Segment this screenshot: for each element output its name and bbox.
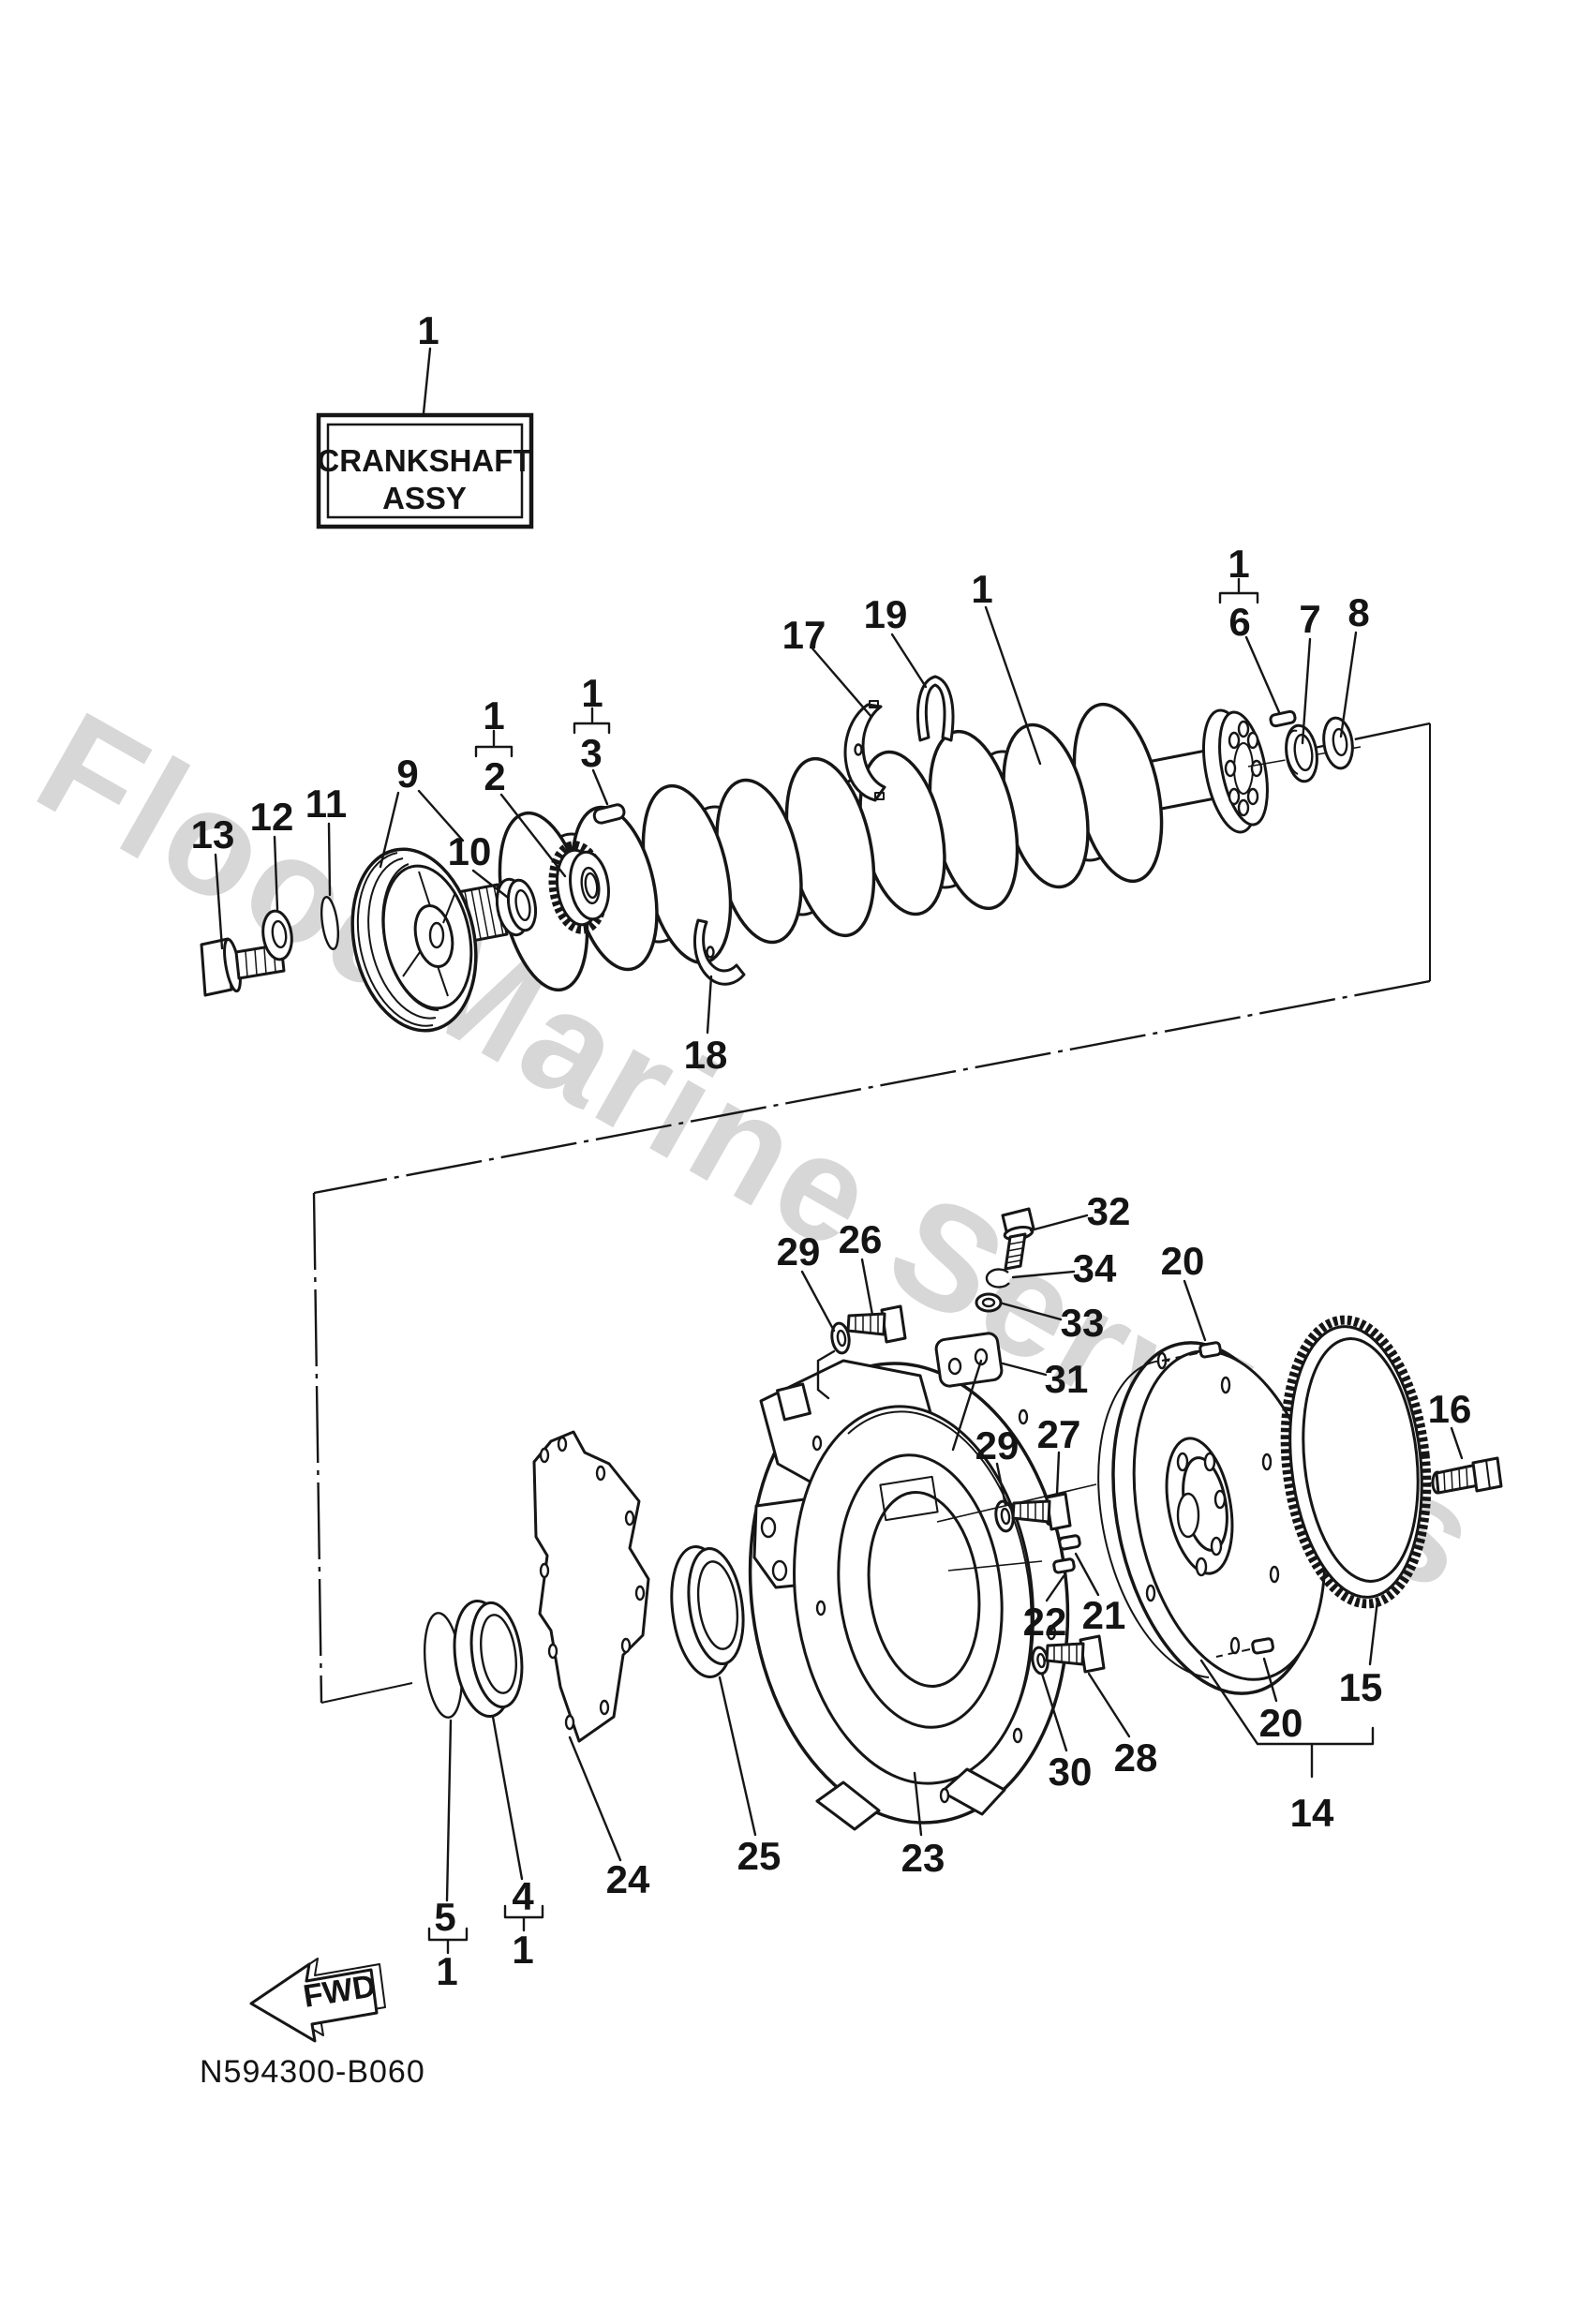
pin-20-upper bbox=[1161, 1341, 1222, 1362]
callout-9: 9 bbox=[396, 752, 418, 796]
gasket-24 bbox=[532, 1430, 650, 1743]
callout-12: 12 bbox=[250, 795, 294, 839]
callout-32: 32 bbox=[1087, 1189, 1131, 1233]
washer-29-upper bbox=[830, 1321, 851, 1355]
callout-11: 11 bbox=[305, 782, 347, 826]
pin-21 bbox=[1058, 1534, 1081, 1551]
thrust-washer-19 bbox=[916, 675, 955, 742]
callout-14: 14 bbox=[1290, 1791, 1334, 1835]
callout-10: 10 bbox=[448, 829, 492, 873]
assembly-label-box: CRANKSHAFT ASSY bbox=[316, 412, 534, 529]
callout-30: 30 bbox=[1049, 1750, 1093, 1794]
collar-10 bbox=[495, 877, 538, 937]
callout-3: 3 bbox=[580, 731, 602, 775]
callout-13: 13 bbox=[191, 812, 235, 857]
callouts: 1 13 12 11 9 10 1 2 1 3 17 19 1 18 1 6 7… bbox=[191, 308, 1472, 1993]
callout-27: 27 bbox=[1037, 1412, 1081, 1456]
woodruff-key-3 bbox=[592, 803, 626, 825]
key-6 bbox=[1269, 709, 1297, 728]
callout-grp2-1: 1 bbox=[483, 693, 504, 737]
bolt-26 bbox=[846, 1304, 907, 1344]
callout-16: 16 bbox=[1428, 1387, 1472, 1431]
callout-29-upper: 29 bbox=[777, 1229, 821, 1274]
callout-5-qty: 1 bbox=[436, 1949, 457, 1993]
callout-8: 8 bbox=[1347, 590, 1369, 634]
ring-gear-15 bbox=[1280, 1315, 1432, 1609]
callout-26: 26 bbox=[839, 1217, 883, 1261]
timing-gear-2 bbox=[548, 841, 610, 934]
flywheel-14 bbox=[1097, 1341, 1327, 1695]
callout-22: 22 bbox=[1023, 1600, 1067, 1644]
bolt-28 bbox=[1045, 1634, 1106, 1674]
bolt-32 bbox=[1001, 1207, 1035, 1271]
callout-7: 7 bbox=[1299, 597, 1320, 641]
pin-20-lower bbox=[1215, 1637, 1274, 1658]
seal-4 bbox=[453, 1599, 524, 1719]
phantom-outline bbox=[312, 722, 1431, 1704]
callout-33: 33 bbox=[1061, 1301, 1105, 1345]
washer-33 bbox=[975, 1292, 1003, 1313]
washer-29-lower bbox=[994, 1499, 1015, 1533]
callout-34: 34 bbox=[1073, 1246, 1117, 1290]
callout-2: 2 bbox=[484, 754, 505, 798]
assembly-label-line2: ASSY bbox=[382, 481, 467, 515]
pin-22 bbox=[1052, 1557, 1076, 1574]
callout-23: 23 bbox=[901, 1836, 945, 1880]
callout-25: 25 bbox=[737, 1834, 782, 1878]
oring-11 bbox=[320, 896, 340, 950]
washer-8 bbox=[1322, 716, 1354, 770]
diagram-code: N594300-B060 bbox=[200, 2054, 425, 2090]
seal-25 bbox=[670, 1545, 745, 1678]
callout-21: 21 bbox=[1082, 1593, 1126, 1637]
seal-7 bbox=[1285, 723, 1318, 783]
callout-crank-1: 1 bbox=[971, 567, 992, 611]
callout-20-lower: 20 bbox=[1259, 1701, 1303, 1745]
callout-24: 24 bbox=[606, 1857, 650, 1901]
pulley-9 bbox=[350, 847, 478, 1033]
bearing-shell-17 bbox=[843, 700, 886, 802]
callout-5: 5 bbox=[434, 1895, 455, 1939]
fwd-arrow: FWD bbox=[249, 1958, 386, 2043]
callout-18: 18 bbox=[684, 1033, 728, 1077]
bolt-27 bbox=[1011, 1492, 1072, 1531]
callout-grp3-1: 1 bbox=[581, 671, 603, 715]
callout-31: 31 bbox=[1045, 1357, 1089, 1401]
bearing-shell-18 bbox=[693, 918, 746, 986]
callout-6: 6 bbox=[1228, 600, 1250, 644]
bell-housing-23 bbox=[748, 1359, 1070, 1831]
callout-4: 4 bbox=[512, 1874, 534, 1918]
callout-29-lower: 29 bbox=[975, 1423, 1020, 1467]
washer-12 bbox=[261, 909, 293, 961]
callout-20-upper: 20 bbox=[1161, 1239, 1205, 1283]
snap-ring-34 bbox=[985, 1268, 1010, 1289]
callout-17: 17 bbox=[782, 613, 826, 657]
leader-lines bbox=[214, 347, 1464, 1955]
callout-4-qty: 1 bbox=[512, 1928, 533, 1972]
bolt-16 bbox=[1431, 1456, 1503, 1495]
callout-grp6-1: 1 bbox=[1228, 542, 1249, 586]
callout-28: 28 bbox=[1114, 1736, 1158, 1780]
callout-15: 15 bbox=[1339, 1665, 1383, 1709]
assembly-label-line1: CRANKSHAFT bbox=[317, 443, 531, 478]
plate-31 bbox=[934, 1332, 1004, 1388]
callout-19: 19 bbox=[864, 592, 908, 636]
callout-assy-box: 1 bbox=[417, 308, 439, 352]
